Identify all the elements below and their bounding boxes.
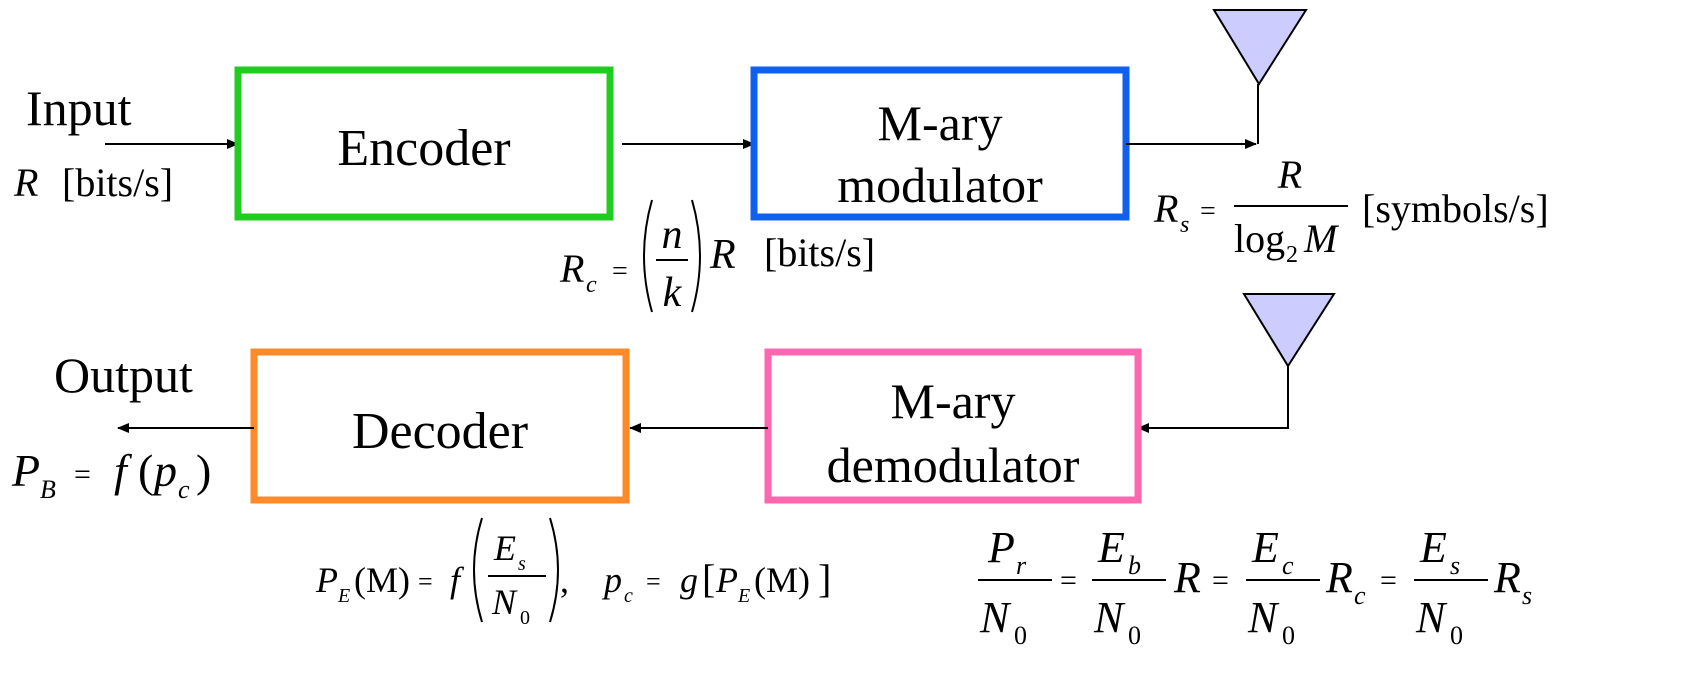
pe-den-var: N — [491, 582, 518, 622]
pb-arg-sub: c — [178, 475, 190, 504]
snr-rc-sub: c — [1354, 581, 1366, 610]
pc-pe-arg: (M) — [754, 560, 810, 600]
snr-rc-var: R — [1325, 553, 1353, 602]
snr-n2-sub: 0 — [1128, 621, 1141, 650]
rs-den-var: M — [1303, 216, 1340, 261]
rs-unit: [symbols/s] — [1362, 186, 1549, 231]
input-rate-unit: [bits/s] — [62, 160, 173, 205]
pe-num-sub: s — [518, 553, 526, 575]
pe-den-sub: 0 — [520, 607, 530, 629]
demodulator-block: M-ary demodulator — [764, 348, 1142, 504]
snr-n4-var: N — [1415, 593, 1448, 642]
snr-pr-var: P — [987, 523, 1015, 572]
rs-num: R — [1277, 152, 1302, 197]
demodulator-label-line1: M-ary — [891, 373, 1016, 429]
pb-eq: = — [74, 458, 91, 491]
snr-es-var: E — [1419, 523, 1447, 572]
input-rate: R [bits/s] — [13, 160, 173, 205]
rc-sub: c — [586, 272, 597, 298]
rs-sub: s — [1180, 212, 1189, 238]
rc-paren-right — [691, 199, 701, 313]
rc-num: n — [662, 212, 683, 258]
pc-sub: c — [624, 585, 633, 607]
rs-eq: = — [1200, 196, 1216, 227]
pb-paren-open: ( — [138, 445, 153, 496]
rc-rhs-var: R — [709, 232, 736, 278]
rs-den-log: log — [1234, 216, 1285, 261]
pe-eq: = — [418, 567, 433, 596]
rc-unit: [bits/s] — [764, 230, 875, 275]
antenna-to-demodulator-line — [1137, 366, 1289, 433]
pb-paren-close: ) — [196, 445, 211, 496]
snr-n1-var: N — [979, 593, 1012, 642]
snr-pr-sub: r — [1016, 551, 1027, 580]
pe-num-var: E — [493, 528, 516, 568]
coded-rate-equation: R c = n k R [bits/s] — [559, 199, 875, 316]
input-label: Input — [26, 80, 132, 136]
modulator-label-line1: M-ary — [878, 95, 1003, 151]
pc-bracket-open: [ — [702, 556, 715, 601]
rs-den-sub: 2 — [1286, 242, 1298, 268]
demodulator-box — [764, 348, 1142, 504]
pe-var: P — [315, 560, 338, 600]
snr-n3-var: N — [1247, 593, 1280, 642]
pe-paren-left — [473, 517, 483, 623]
snr-ec-sub: c — [1282, 551, 1294, 580]
snr-eq2: = — [1212, 564, 1229, 597]
pe-arg: (M) — [354, 560, 410, 600]
snr-eb-var: E — [1097, 523, 1125, 572]
rc-var: R — [559, 246, 584, 291]
decoder-block: Decoder — [250, 348, 630, 504]
pc-pe-sub: E — [737, 585, 750, 607]
snr-eq1: = — [1060, 564, 1077, 597]
pc-eq: = — [646, 567, 661, 596]
pb-sub: B — [40, 475, 56, 504]
pc-func: g — [680, 560, 698, 600]
rs-var: R — [1153, 186, 1178, 231]
snr-es-sub: s — [1450, 551, 1460, 580]
rc-paren-left — [643, 199, 653, 313]
snr-equation: P r N 0 = E b N 0 R = E c N 0 R c = E s … — [978, 523, 1532, 650]
output-label: Output — [54, 347, 193, 403]
pb-var: P — [11, 445, 40, 496]
snr-r: R — [1173, 553, 1201, 602]
modulator-block: M-ary modulator — [750, 66, 1130, 221]
tx-antenna-icon — [1212, 9, 1308, 86]
rx-antenna-icon — [1242, 293, 1336, 368]
snr-ec-var: E — [1251, 523, 1279, 572]
pc-bracket-close: ] — [818, 556, 831, 601]
decoder-box — [250, 348, 630, 504]
pe-comma: , — [560, 560, 569, 600]
pb-arg-var: p — [151, 445, 177, 496]
encoder-block: Encoder — [234, 66, 614, 221]
snr-n2-var: N — [1093, 593, 1126, 642]
pc-pe-var: P — [715, 560, 738, 600]
pe-sub: E — [337, 585, 350, 607]
pc-var: p — [601, 560, 622, 600]
pe-func: f — [450, 560, 465, 600]
snr-n1-sub: 0 — [1014, 621, 1027, 650]
demodulator-label-line2: demodulator — [827, 437, 1080, 493]
snr-n3-sub: 0 — [1282, 621, 1295, 650]
snr-eq3: = — [1380, 564, 1397, 597]
rc-eq: = — [612, 256, 628, 287]
encoder-box — [234, 66, 614, 221]
bit-error-equation: P B = f ( p c ) — [11, 445, 211, 504]
rc-den: k — [663, 270, 683, 316]
snr-eb-sub: b — [1128, 551, 1141, 580]
pb-func: f — [114, 445, 133, 496]
snr-n4-sub: 0 — [1450, 621, 1463, 650]
decoder-label: Decoder — [352, 403, 528, 460]
pe-paren-right — [549, 517, 559, 623]
input-rate-var: R — [13, 160, 38, 205]
symbol-error-equation: P E (M) = f E s N 0 , p c = g [ P E (M) … — [315, 517, 831, 629]
encoder-label: Encoder — [337, 120, 510, 177]
snr-rs-var: R — [1493, 553, 1521, 602]
snr-rs-sub: s — [1522, 581, 1532, 610]
symbol-rate-equation: R s = R log 2 M [symbols/s] — [1153, 152, 1549, 268]
modulator-label-line2: modulator — [837, 157, 1043, 213]
